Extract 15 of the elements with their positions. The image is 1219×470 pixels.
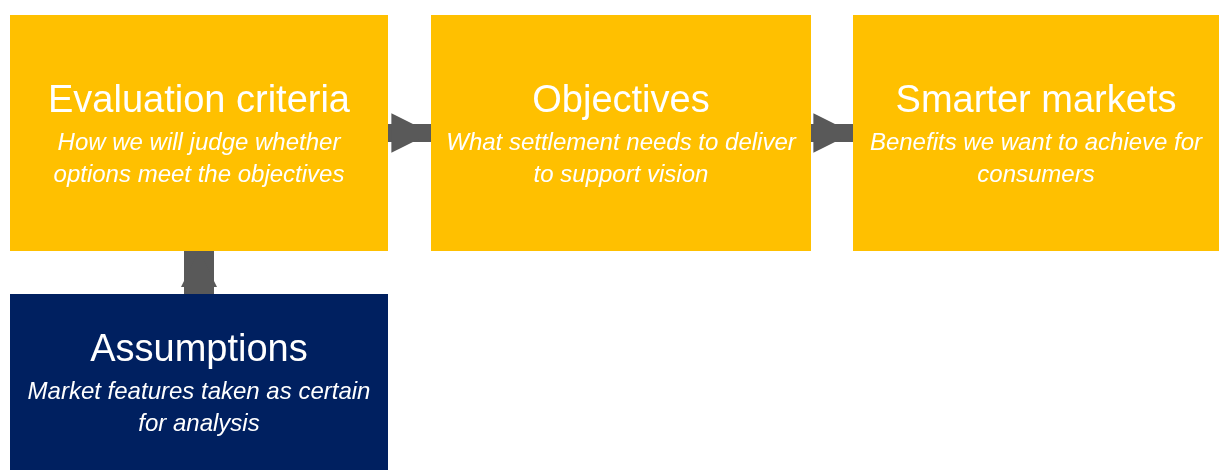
- process-box: [431, 15, 811, 251]
- process-box: [10, 15, 388, 251]
- box-description: Benefits we want to achieve for consumers: [868, 127, 1204, 189]
- box-description: How we will judge whether options meet the objectives: [52, 127, 346, 189]
- arrow: [811, 113, 853, 153]
- arrow: [388, 113, 431, 153]
- box-heading: Smarter markets: [895, 77, 1177, 122]
- box-heading: Assumptions: [90, 326, 308, 371]
- box-description: Market features taken as certain for analysis: [26, 376, 372, 438]
- box-heading: Evaluation criteria: [47, 77, 350, 122]
- box-description: What settlement needs to deliver to support vision: [445, 127, 798, 189]
- arrow: [181, 251, 217, 294]
- box-heading: Objectives: [532, 77, 710, 122]
- process-box: [853, 15, 1219, 251]
- process-box: [10, 294, 388, 470]
